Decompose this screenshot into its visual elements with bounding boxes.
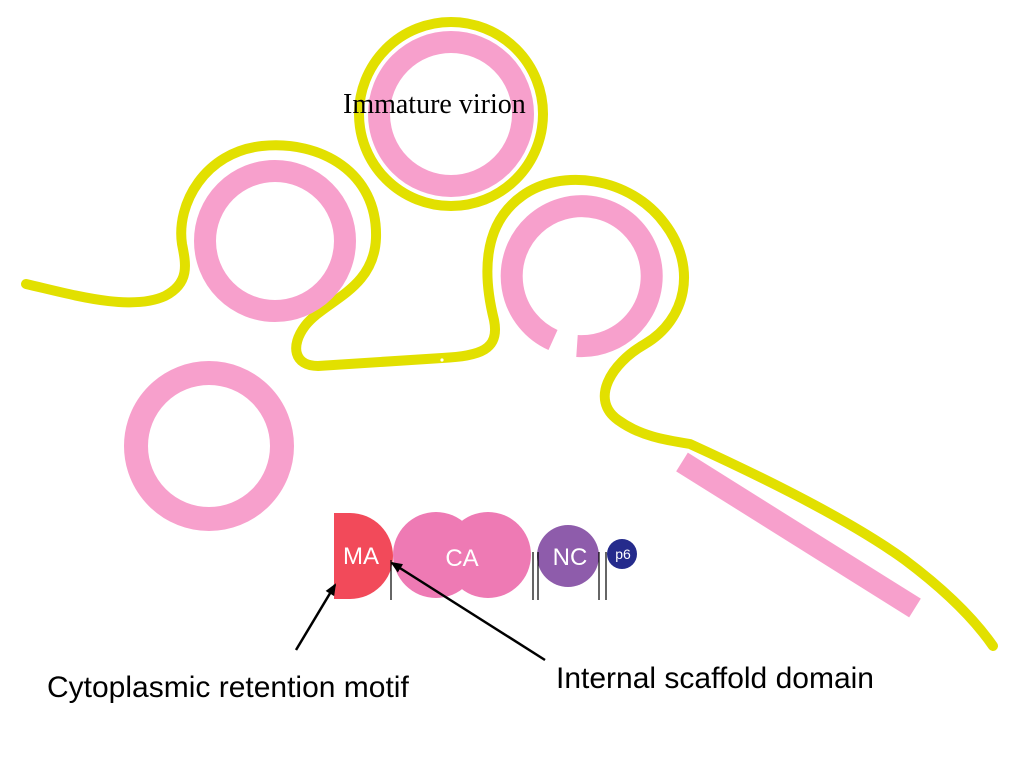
nc-domain xyxy=(537,525,599,587)
ma-label: MA xyxy=(343,543,379,570)
nc-label: NC xyxy=(553,544,588,571)
arrow-internal-scaffold xyxy=(390,561,546,662)
internal-scaffold-label: Internal scaffold domain xyxy=(556,662,874,695)
gag-ring-free xyxy=(124,361,294,531)
gag-polyprotein: MA CA NC p6 xyxy=(334,512,637,600)
p6-domain xyxy=(607,539,637,569)
arrow-cytoplasmic-retention xyxy=(294,583,337,651)
ma-domain xyxy=(334,513,393,599)
gag-ring-left xyxy=(194,160,356,322)
membrane-mark xyxy=(440,358,444,362)
cleavage-site-markers xyxy=(390,552,607,600)
immature-virion-label: Immature virion xyxy=(343,89,526,120)
plasma-membrane xyxy=(21,140,998,651)
immature-virion-membrane xyxy=(354,17,548,211)
p6-label: p6 xyxy=(615,546,631,562)
gag-ring-right xyxy=(500,195,663,358)
cytoplasmic-retention-label: Cytoplasmic retention motif xyxy=(47,671,409,704)
ca-label: CA xyxy=(445,545,478,572)
gag-strip xyxy=(676,452,921,618)
ca-domain-lobe-right xyxy=(445,512,531,598)
immature-virion-gag-shell xyxy=(368,31,534,197)
